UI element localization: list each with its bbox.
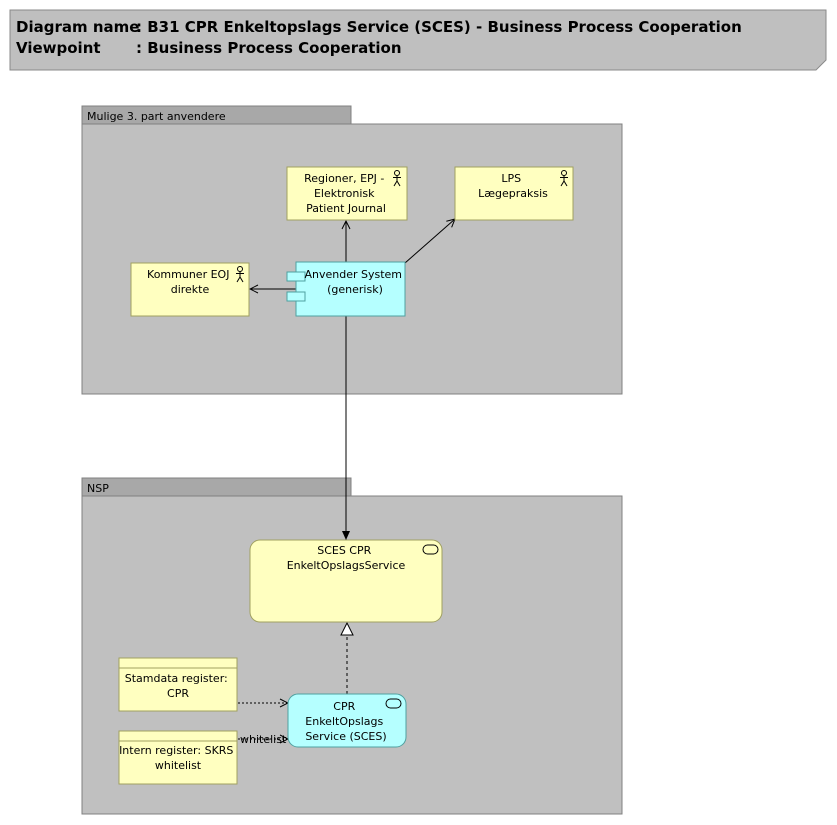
diagram-name-label: Diagram name [16,18,139,36]
node-stamdata-text: Stamdata register: CPR [125,672,231,700]
node-cpr-sces-service[interactable]: CPR EnkeltOpslags Service (SCES) [287,693,407,748]
viewpoint-label: Viewpoint [16,39,101,57]
node-kommuner-text: Kommuner EOJ direkte [147,268,233,296]
node-kommuner[interactable]: Kommuner EOJ direkte [130,262,250,317]
diagram-name-value: : B31 CPR Enkeltopslags Service (SCES) -… [136,18,742,36]
node-anvender-text: Anvender System (generisk) [304,268,405,296]
group-third-party-label: Mulige 3. part anvendere [87,110,226,123]
node-stamdata-register[interactable]: Stamdata register: CPR [118,657,238,712]
node-regioner[interactable]: Regioner, EPJ - Elektronisk Patient Jour… [286,166,408,221]
actor-icon [236,266,244,283]
group-nsp-label: NSP [87,482,109,495]
service-icon [385,698,402,709]
edge-anvender-to-lps [404,219,455,264]
node-sces-cpr-service[interactable]: SCES CPR EnkeltOpslagsService [249,539,443,623]
node-lps-text: LPS Lægepraksis [478,172,548,200]
node-intern-register[interactable]: Intern register: SKRS whitelist [118,730,238,785]
node-sces-cpr-text: SCES CPR EnkeltOpslagsService [287,544,406,572]
node-regioner-text: Regioner, EPJ - Elektronisk Patient Jour… [304,172,388,215]
diagram-header: Diagram name : B31 CPR Enkeltopslags Ser… [9,9,827,71]
edge-whitelist-label: whitelist [240,733,287,746]
node-cpr-sces-text: CPR EnkeltOpslags Service (SCES) [305,700,386,743]
viewpoint-value: : Business Process Cooperation [136,39,402,57]
node-anvender-system[interactable]: Anvender System (generisk) [286,261,406,317]
actor-icon [560,170,568,187]
actor-icon [393,170,401,187]
service-icon [422,544,439,555]
node-intern-text: Intern register: SKRS whitelist [119,744,237,772]
node-lps[interactable]: LPS Lægepraksis [454,166,574,221]
edges: whitelist [238,219,455,746]
group-third-party[interactable]: Mulige 3. part anvendere [81,105,623,395]
component-icon [286,271,306,302]
